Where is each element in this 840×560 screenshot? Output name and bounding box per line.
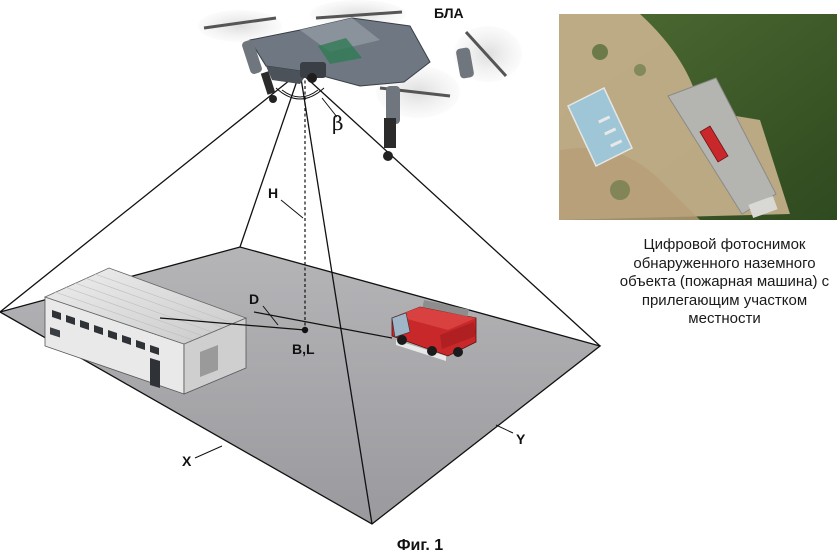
label-height: H: [268, 185, 278, 201]
label-distance: D: [249, 291, 259, 307]
label-uav: БЛА: [434, 5, 464, 21]
label-axis-y: Y: [516, 431, 526, 447]
leader-lines: [194, 97, 514, 459]
angle-arc: [275, 87, 325, 100]
ground-point: [301, 326, 309, 334]
uav-drone: [198, 0, 522, 161]
aerial-photo: [559, 14, 837, 220]
distance-ticks: [159, 317, 306, 331]
label-point: B,L: [292, 341, 315, 357]
view-cone-edges: [0, 71, 601, 525]
photo-caption: Цифровой фотоснимок обнаруженного наземн…: [619, 236, 830, 327]
distance-line: [253, 311, 393, 339]
figure-title: Фиг. 1: [396, 537, 444, 554]
label-axis-x: X: [182, 453, 192, 469]
fire-truck: [391, 299, 477, 361]
building: [43, 267, 248, 395]
label-angle-beta: β: [332, 111, 344, 135]
